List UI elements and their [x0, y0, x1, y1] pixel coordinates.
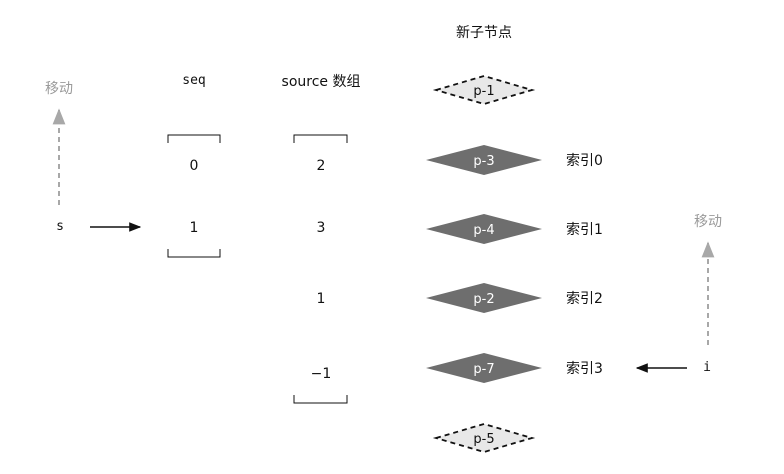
node-label: p-2: [473, 292, 494, 307]
node-shape: [426, 145, 542, 175]
seq-bracket-bottom: [167, 249, 221, 258]
node-index-label: 索引3: [566, 360, 603, 377]
node-label: p-3: [473, 154, 494, 169]
seq-value-0: 0: [189, 158, 199, 174]
source-value-1: 3: [316, 220, 326, 236]
node-p-5: p-5: [432, 423, 536, 453]
source-value-0: 2: [316, 158, 326, 174]
seq-header: seq: [182, 73, 206, 88]
node-index-label: 索引0: [566, 152, 603, 169]
s-move-label: 移动: [45, 81, 73, 97]
node-label: p-5: [473, 432, 494, 447]
node-label: p-7: [473, 362, 494, 377]
node-label: p-4: [473, 223, 494, 238]
node-shape: [426, 214, 542, 244]
seq-bracket-top: [167, 134, 221, 143]
node-shape: [426, 283, 542, 313]
i-move-label: 移动: [694, 214, 722, 230]
seq-value-1: 1: [189, 220, 199, 236]
source-bracket-bottom: [293, 395, 348, 404]
source-bracket-top: [293, 134, 348, 143]
node-shape: [432, 423, 536, 453]
node-p-2: p-2 索引2: [426, 283, 603, 313]
node-shape: [426, 353, 542, 383]
node-p-4: p-4 索引1: [426, 214, 603, 244]
node-p-7: p-7 索引3: [426, 353, 603, 383]
node-index-label: 索引1: [566, 221, 603, 238]
node-index-label: 索引2: [566, 290, 603, 307]
new-children-title: 新子节点: [456, 25, 512, 41]
source-value-2: 1: [316, 291, 326, 307]
node-shape: [432, 75, 536, 105]
node-label: p-1: [473, 84, 494, 99]
s-pointer-label: s: [56, 219, 64, 234]
source-value-3: −1: [310, 366, 332, 382]
node-p-3: p-3 索引0: [426, 145, 603, 175]
i-pointer-label: i: [703, 360, 711, 375]
node-p-1: p-1: [432, 75, 536, 105]
source-header: source 数组: [281, 74, 361, 90]
